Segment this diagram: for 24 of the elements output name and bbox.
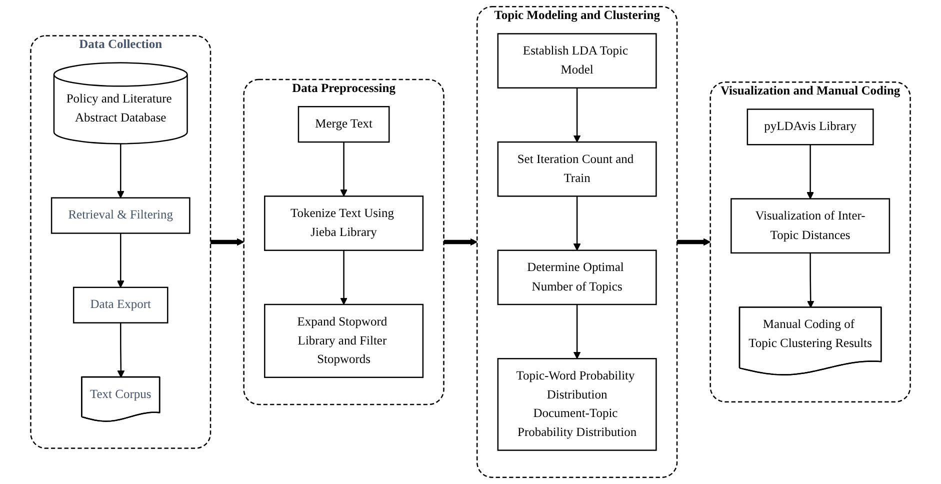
node-box: Set Iteration Count and Train xyxy=(497,141,657,197)
arrow xyxy=(806,144,814,200)
arrow xyxy=(117,322,125,378)
node-box: Merge Text xyxy=(298,106,390,143)
node-box: Visualization of Inter-Topic Distances xyxy=(730,198,890,254)
arrow xyxy=(573,304,581,359)
node-box: Determine Optimal Number of Topics xyxy=(497,250,657,306)
arrow xyxy=(210,238,244,246)
node-box: Retrieval & Filtering xyxy=(50,197,190,234)
node-box: Establish LDA Topic Model xyxy=(497,33,657,88)
node-box: Topic-Word Probability Distribution Document-Topic Probability Distribution xyxy=(497,358,657,451)
arrow xyxy=(340,250,348,305)
node-box: Expand Stopword Library and Filter Stopwords xyxy=(264,304,424,378)
arrow xyxy=(444,238,478,246)
node-box: Tokenize Text Using Jieba Library xyxy=(264,196,424,251)
node-box: Data Export xyxy=(72,286,168,324)
arrow xyxy=(573,196,581,251)
arrow xyxy=(116,144,124,198)
arrow xyxy=(806,252,814,308)
arrow xyxy=(340,142,348,197)
arrow xyxy=(573,88,581,142)
node-box: pyLDAvis Library xyxy=(746,108,874,146)
arrow xyxy=(677,238,711,246)
arrow xyxy=(116,233,124,288)
